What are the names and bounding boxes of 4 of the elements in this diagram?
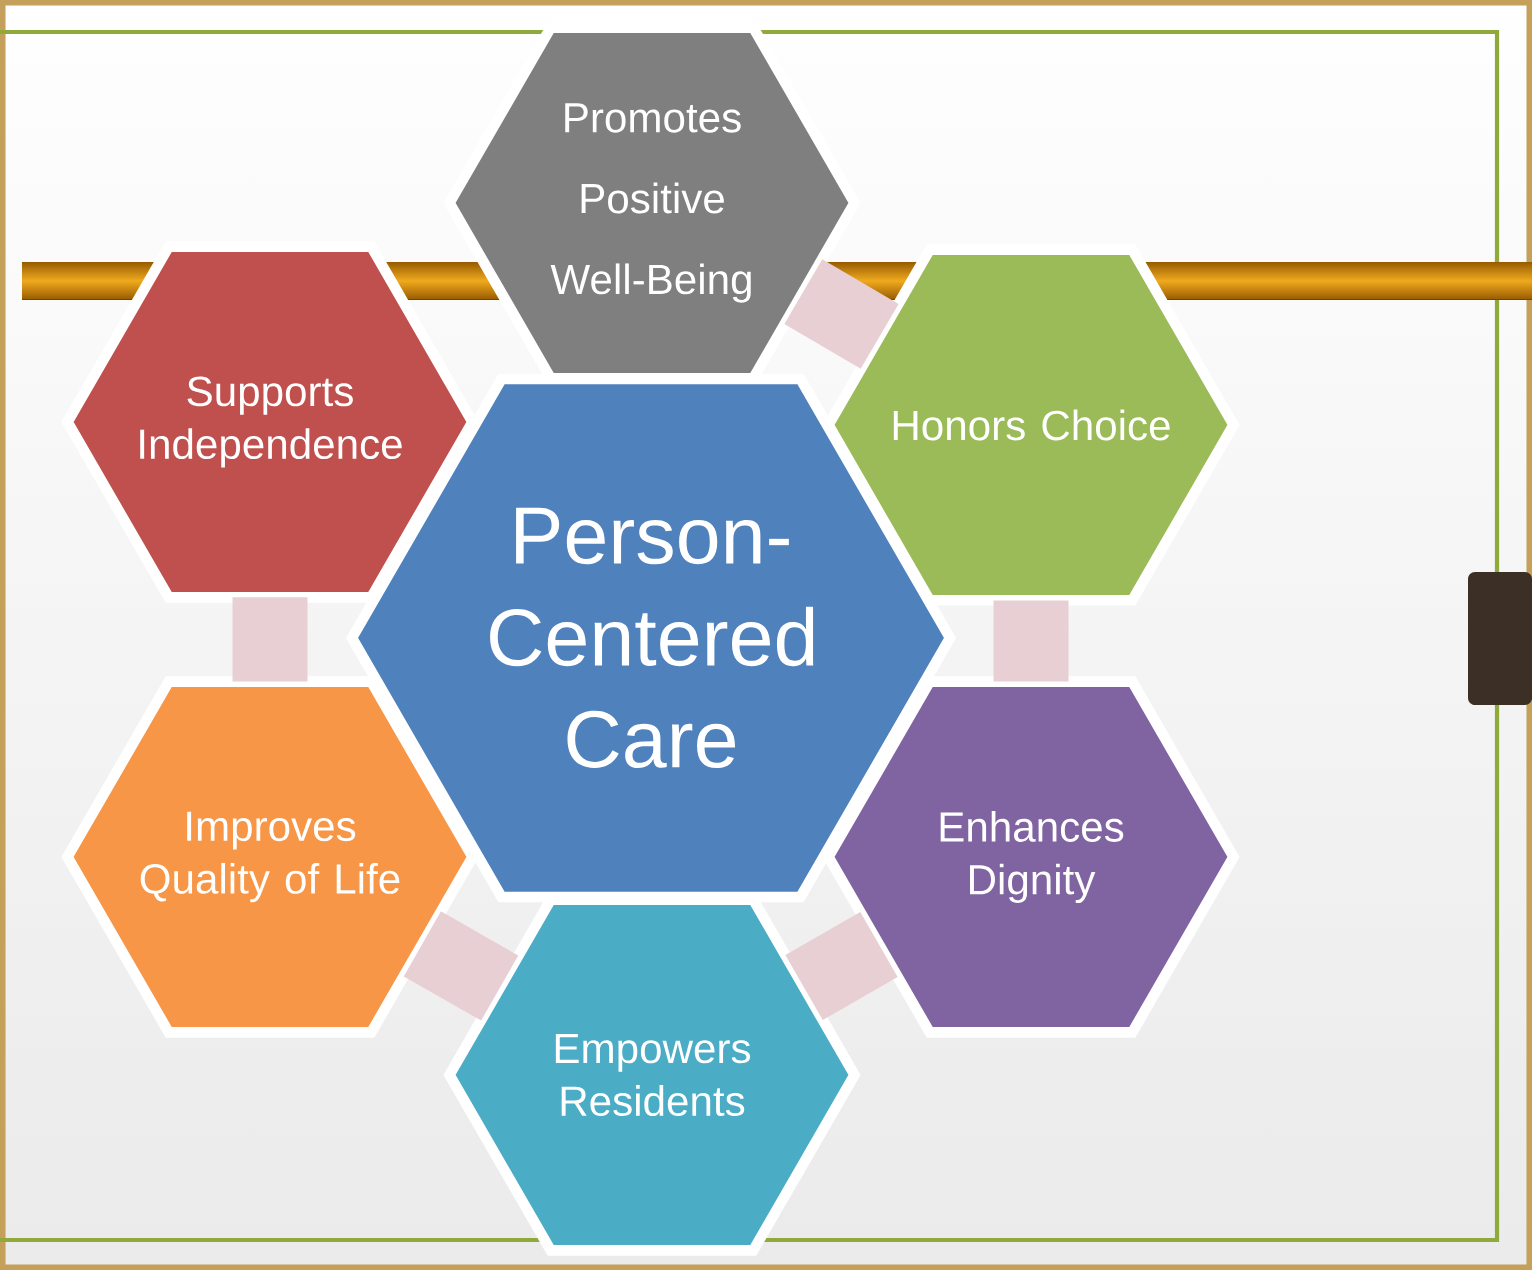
connector-band (993, 600, 1069, 682)
connector-band (232, 597, 308, 682)
connector-band (785, 911, 898, 1021)
connector-band (403, 911, 519, 1021)
